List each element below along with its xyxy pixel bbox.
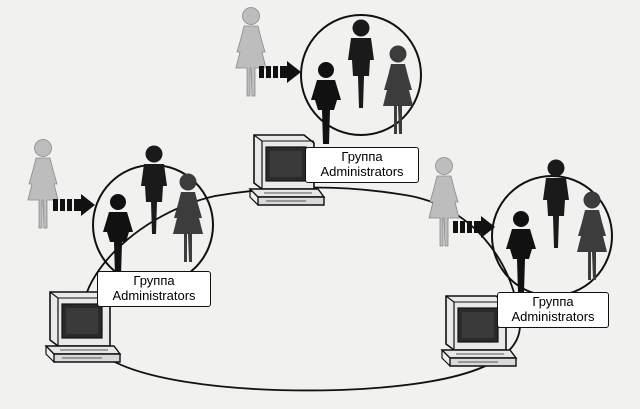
group-circle xyxy=(300,14,422,136)
group-label: Группа Administrators xyxy=(97,271,211,307)
cluster-right xyxy=(428,157,613,367)
cluster-left xyxy=(27,139,214,363)
join-arrow-icon xyxy=(453,216,495,238)
cluster-top xyxy=(235,7,422,206)
member-person-icon xyxy=(543,159,569,248)
member-person-icon xyxy=(348,19,374,108)
group-label-line2: Administrators xyxy=(112,288,196,303)
outsider-person-icon xyxy=(27,139,59,229)
lead-member-person-icon xyxy=(311,62,341,144)
outsider-person-icon xyxy=(235,7,267,97)
member-person-icon xyxy=(383,45,413,134)
member-person-icon xyxy=(141,145,167,234)
group-label: Группа Administrators xyxy=(497,292,609,328)
group-label-line2: Administrators xyxy=(320,164,404,179)
group-label-line1: Группа xyxy=(341,149,383,164)
group-label-line2: Administrators xyxy=(511,309,595,324)
group-label-line1: Группа xyxy=(133,273,175,288)
group-label-line1: Группа xyxy=(532,294,574,309)
network-ring xyxy=(81,186,521,392)
join-arrow-icon xyxy=(53,194,95,216)
group-label: Группа Administrators xyxy=(305,147,419,183)
